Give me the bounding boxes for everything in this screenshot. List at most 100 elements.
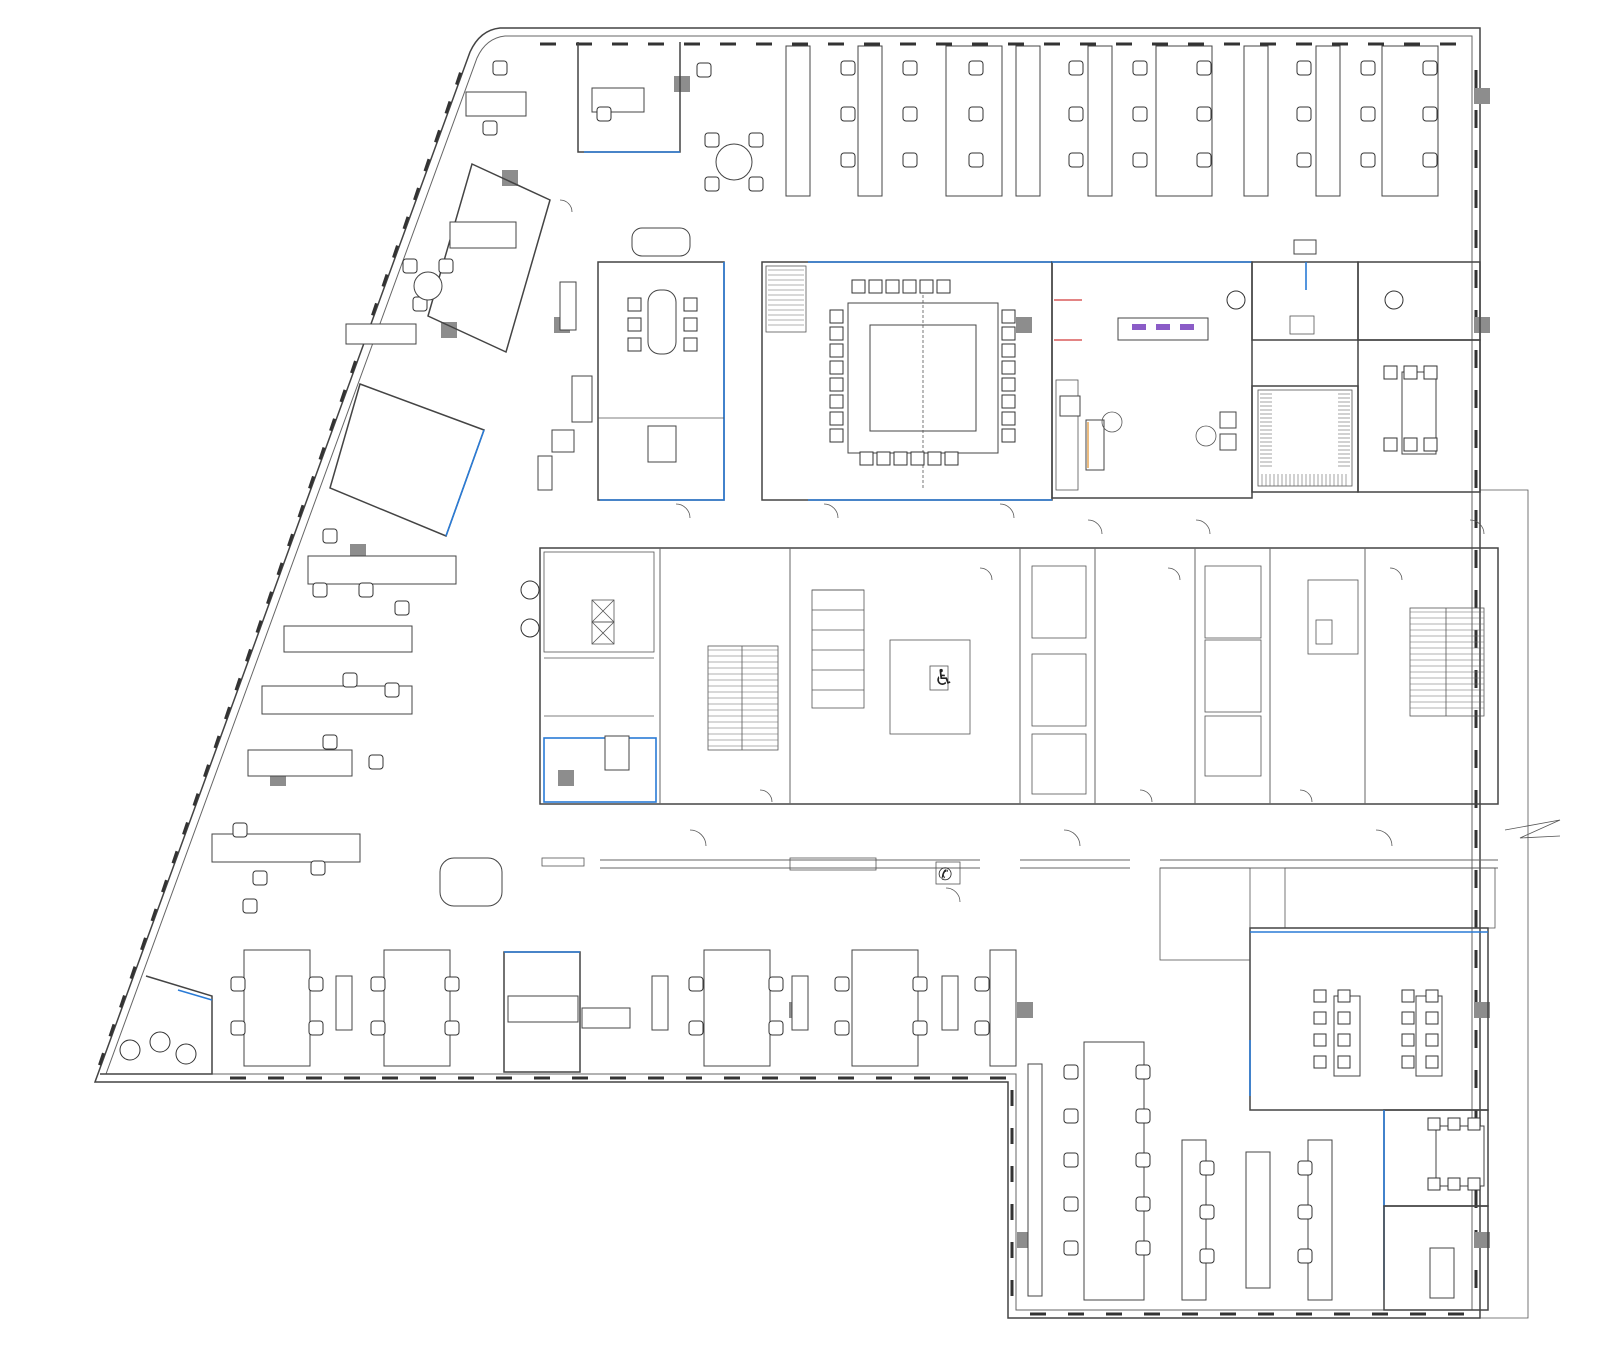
chair <box>627 337 642 352</box>
chair <box>968 60 984 76</box>
chair <box>444 1020 460 1036</box>
desk <box>211 833 361 863</box>
chair <box>1401 1011 1415 1025</box>
chair <box>370 976 386 992</box>
corridor-partitions: ✆ <box>541 857 1498 961</box>
door-swing <box>1087 519 1103 535</box>
window <box>339 389 347 403</box>
chair <box>1063 1108 1079 1124</box>
desk <box>283 625 413 653</box>
chair <box>1427 1117 1441 1131</box>
chair <box>1132 60 1148 76</box>
door-swing <box>1469 519 1485 535</box>
chair <box>927 451 942 466</box>
chair <box>840 106 856 122</box>
chair <box>1401 1055 1415 1069</box>
window <box>455 72 462 86</box>
window <box>318 447 326 460</box>
chair <box>829 428 844 443</box>
chair <box>1425 989 1439 1003</box>
chair <box>1063 1240 1079 1256</box>
desk <box>1083 1041 1145 1301</box>
chair <box>1401 1033 1415 1047</box>
chair <box>1423 365 1438 380</box>
chair <box>1360 60 1376 76</box>
chair <box>840 60 856 76</box>
chair <box>1132 106 1148 122</box>
building-core: ♿ <box>539 547 1499 805</box>
chair <box>1422 106 1438 122</box>
chair <box>1383 365 1398 380</box>
chair <box>688 1020 704 1036</box>
chair <box>840 152 856 168</box>
chair <box>1360 152 1376 168</box>
chair <box>1425 1055 1439 1069</box>
chair <box>342 672 358 688</box>
chair <box>683 337 698 352</box>
chair <box>829 309 844 324</box>
chair <box>683 297 698 312</box>
window <box>308 475 315 489</box>
chair <box>1337 1033 1351 1047</box>
chair <box>520 580 540 600</box>
chair <box>310 860 326 876</box>
chair <box>370 1020 386 1036</box>
chair <box>834 1020 850 1036</box>
chair <box>1296 152 1312 168</box>
chair <box>1313 989 1327 1003</box>
chair <box>1001 309 1016 324</box>
column <box>502 170 518 186</box>
doors <box>559 199 1485 903</box>
window <box>129 966 137 980</box>
chair <box>358 582 374 598</box>
chair <box>322 734 338 750</box>
desk <box>1243 45 1269 197</box>
chair <box>520 618 540 638</box>
chair <box>232 822 248 838</box>
elevators-west <box>1031 565 1087 795</box>
door-swing <box>1063 829 1081 847</box>
chair <box>968 152 984 168</box>
chair <box>1337 989 1351 1003</box>
chair <box>968 106 984 122</box>
desk <box>335 975 353 1031</box>
desk <box>1087 45 1113 197</box>
meeting-rooms <box>100 42 1489 1311</box>
door-swing <box>979 567 993 581</box>
chair <box>230 976 246 992</box>
door-swing <box>689 829 707 847</box>
desk <box>989 949 1017 1067</box>
door-swing <box>1195 519 1211 535</box>
window <box>413 187 420 201</box>
chair <box>1425 1033 1439 1047</box>
chair <box>688 976 704 992</box>
desk <box>1027 1063 1043 1297</box>
chair <box>1422 152 1438 168</box>
window <box>98 1052 105 1066</box>
window <box>350 360 357 374</box>
desk <box>785 45 811 197</box>
chair <box>1063 1152 1079 1168</box>
chair <box>910 451 925 466</box>
door-swing <box>1375 829 1393 847</box>
chair <box>1383 437 1398 452</box>
chair <box>902 152 918 168</box>
chair <box>1401 989 1415 1003</box>
chair <box>683 317 698 332</box>
window <box>297 504 305 518</box>
chair <box>1135 1240 1151 1256</box>
chair <box>1297 1160 1313 1176</box>
window <box>224 706 231 720</box>
chair <box>596 106 612 122</box>
door-swing <box>823 503 839 519</box>
elevators-east <box>1204 565 1262 777</box>
chair <box>1063 1196 1079 1212</box>
chair <box>482 120 498 136</box>
window <box>161 879 168 893</box>
chair <box>868 279 883 294</box>
chair <box>627 297 642 312</box>
chair <box>1001 411 1016 426</box>
chair <box>438 258 454 274</box>
chair <box>1199 1160 1215 1176</box>
